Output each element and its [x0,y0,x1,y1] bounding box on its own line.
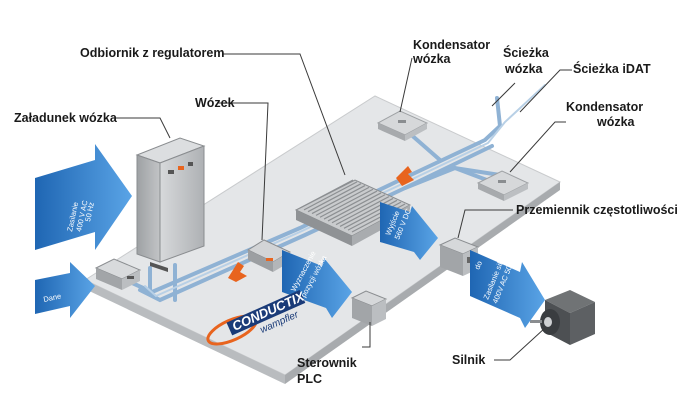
direction-arrows [228,166,414,282]
label-sterownik-line1: Sterownik [297,356,357,370]
fin [307,183,362,213]
data-box [94,258,142,290]
fin [331,194,386,224]
arrow-dane-label: Dane [43,291,62,304]
label-odbiornik: Odbiornik z regulatorem [80,46,225,60]
label-kondensator-top-line1: Kondensator [413,38,491,52]
silnik-unit [530,290,595,345]
label-silnik: Silnik [452,353,486,367]
fin [335,196,390,226]
fin [315,186,370,216]
label-kondensator-top-line2: wózka [413,52,451,66]
zaladunek-cabinet [135,137,206,272]
fin [303,181,358,211]
kondensator-top-unit [376,110,429,141]
fin [319,188,374,218]
label-przemiennik: Przemiennik częstotliwości [516,203,678,217]
arrow-zasilanie-line3: 50 Hz [83,201,96,222]
fin [327,192,382,222]
fin [339,197,394,227]
fin [299,179,354,209]
arrow-dane: Dane [35,262,95,318]
arrow-wyjscie: Wyjście 560 V DC [380,202,438,260]
label-kondensator-right-line2: wózka [597,115,635,129]
label-sciezka-line2: wózka [505,62,543,76]
fin [323,190,378,220]
label-wozek: Wózek [195,96,235,110]
label-sciezka-idat: Ścieżka iDAT [573,62,651,76]
arrow-silnik-prefix: do [473,260,484,271]
label-zaladunek: Załadunek wózka [14,111,117,125]
fin [311,185,366,215]
arrow-zasilanie-silnika: do Zasilanie silnika 400V AC 50Hz [470,248,545,328]
kondensator-right-unit [476,170,530,201]
label-sterownik-line2: PLC [297,372,322,386]
label-kondensator-right-line1: Kondensator [566,100,644,114]
sterownik-plc-unit [350,290,388,326]
arrow-wyznaczenie: Wyznaczenie pozycji wózka [282,249,352,318]
leader-lines [112,53,572,361]
arrow-zasilanie: Zasilanie 400 V AC 50 Hz [35,144,132,250]
label-sciezka-line1: Ścieżka [503,46,549,60]
